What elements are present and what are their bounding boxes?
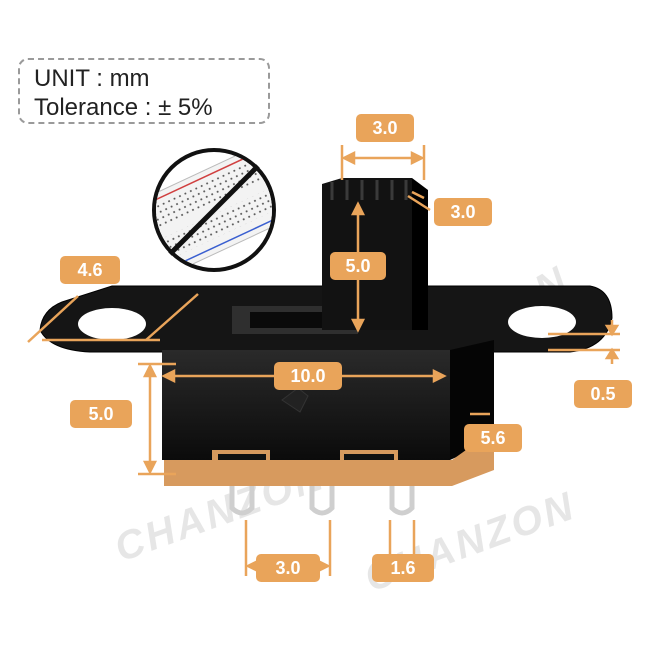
dim-pin-pitch: 3.0 [256,554,320,582]
dim-body-length: 10.0 [274,362,342,390]
dim-actuator-height: 5.0 [330,252,386,280]
dim-body-height: 5.0 [70,400,132,428]
dim-pin-width: 1.6 [372,554,434,582]
spec-box: UNIT : mm Tolerance : ± 5% [18,58,270,124]
tolerance-text: Tolerance : ± 5% [34,94,213,121]
dim-plate-thickness: 0.5 [574,380,632,408]
mount-hole-right [508,306,576,338]
switch-base [164,430,494,486]
dim-actuator-depth: 3.0 [434,198,492,226]
pins [229,486,415,516]
no-breadboard-icon [152,148,276,272]
dim-mount-hole: 4.6 [60,256,120,284]
dim-body-depth: 5.6 [464,424,522,452]
mount-hole-left [78,308,146,340]
dim-actuator-width: 3.0 [356,114,414,142]
unit-text: UNIT : mm [34,65,150,92]
